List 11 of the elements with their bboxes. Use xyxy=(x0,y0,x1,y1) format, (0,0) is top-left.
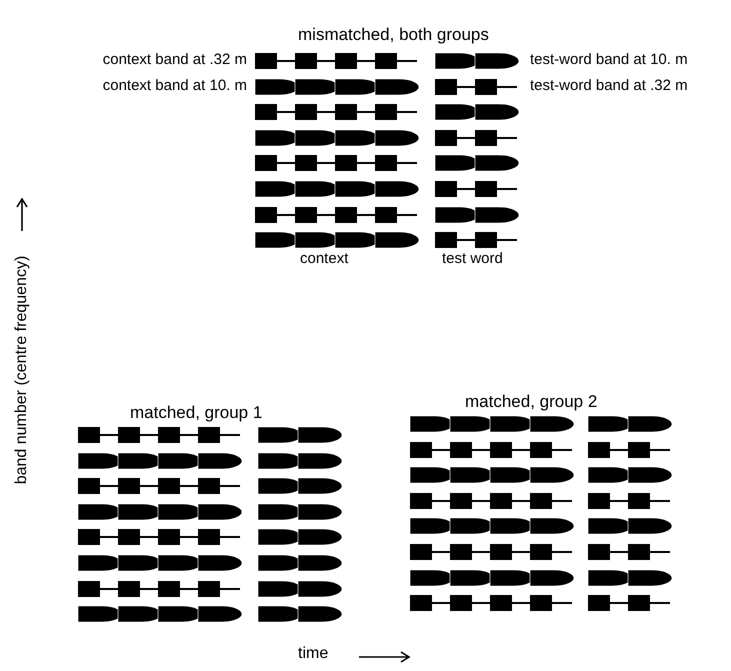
panel-title: matched, group 1 xyxy=(130,402,262,424)
panel-title: mismatched, both groups xyxy=(298,24,489,46)
panel-title: matched, group 2 xyxy=(465,391,598,412)
axis-label: time xyxy=(298,644,328,664)
row-label: context band at 10. m xyxy=(102,77,247,96)
row-label: test-word band at 10. m xyxy=(530,51,688,70)
row-label: test-word band at .32 m xyxy=(530,77,688,96)
axis-label: context xyxy=(300,250,348,269)
axis-label: test word xyxy=(442,250,503,269)
axis-label: band number (centre frequency) xyxy=(12,256,31,484)
row-label: context band at .32 m xyxy=(102,51,247,70)
